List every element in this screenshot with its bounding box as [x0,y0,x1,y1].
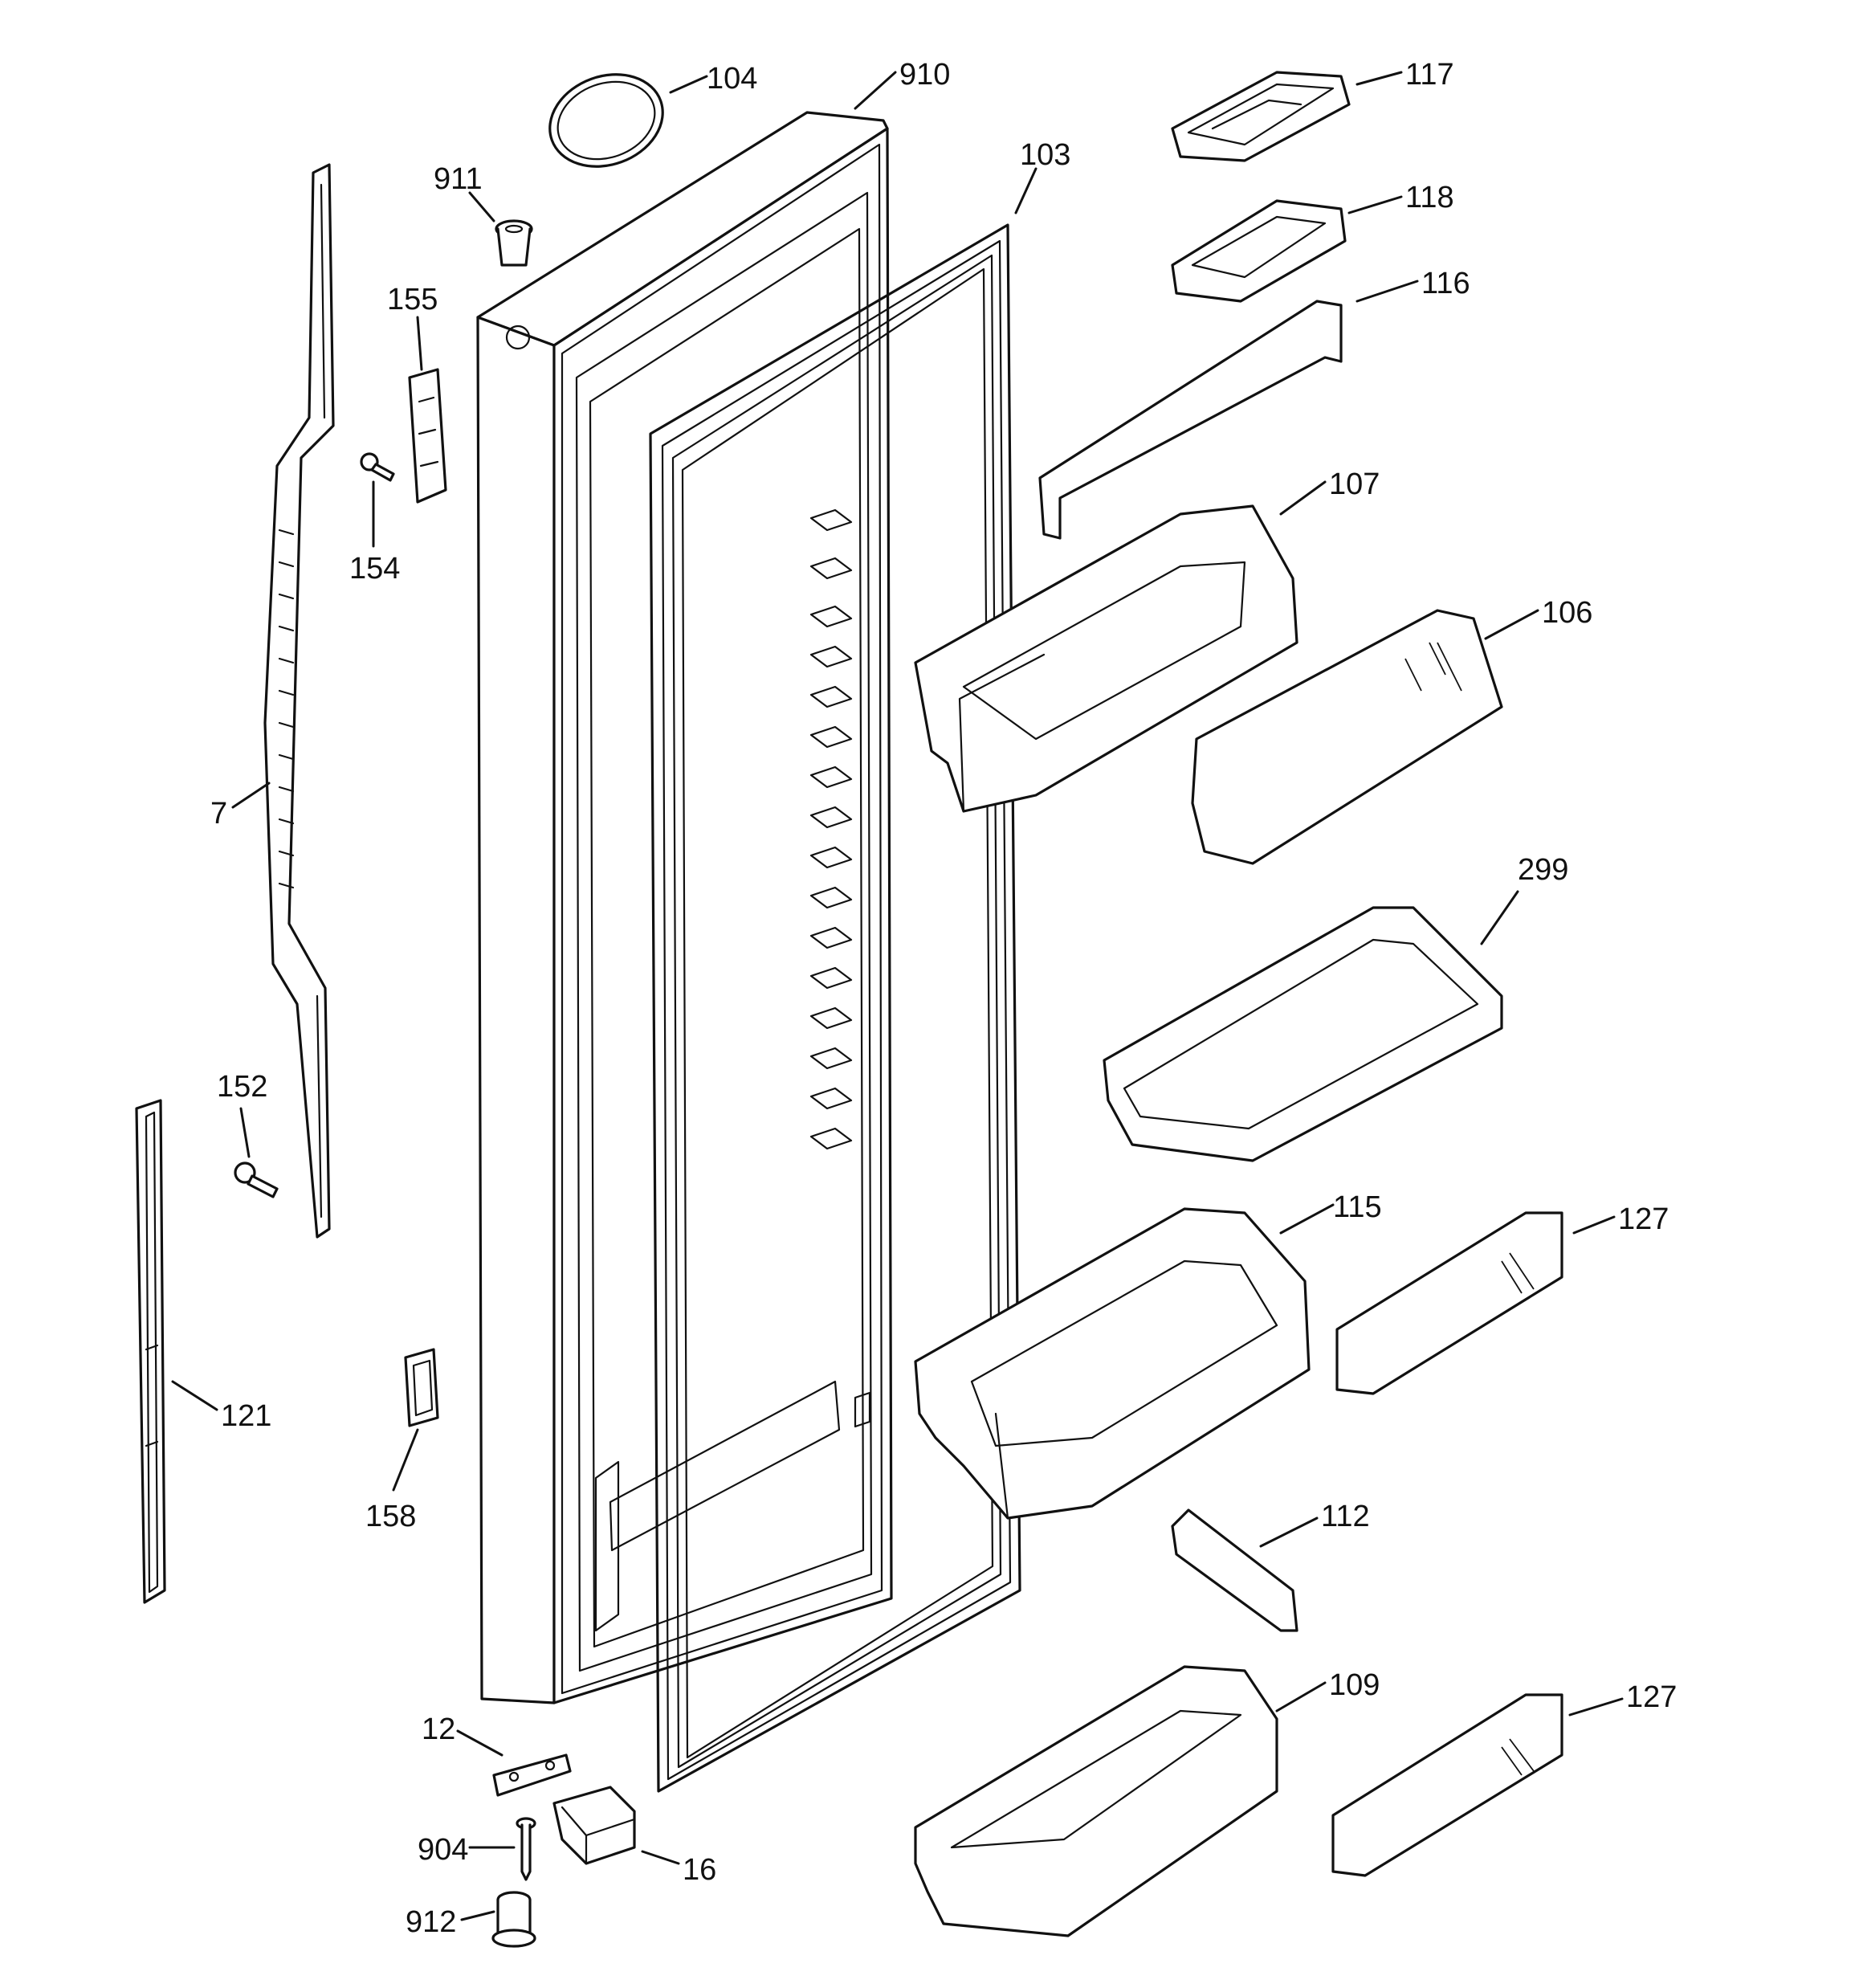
door-shelf-rail-ribs [809,508,871,1428]
callout-155: 155 [387,283,438,316]
callout-16: 16 [683,1853,716,1887]
callout-107: 107 [1329,467,1380,501]
callout-104: 104 [707,62,757,96]
hinge-bracket-155 [408,368,447,504]
callout-910: 910 [899,58,950,92]
callout-117: 117 [1405,58,1454,92]
door-bin-109 [914,1665,1278,1937]
door-outer-panel [476,111,893,1704]
screw-154 [360,452,395,482]
door-bin-107 [914,504,1298,813]
callout-109: 109 [1329,1668,1380,1702]
callout-103: 103 [1020,138,1070,172]
door-shelf-299 [1103,906,1503,1162]
dairy-tray-118 [1171,199,1347,303]
callout-116: 116 [1421,267,1470,300]
callout-7: 7 [210,797,227,831]
cap-104-inner [556,80,656,161]
bin-127-lower [1331,1693,1563,1877]
bushing-911 [495,219,533,267]
callout-115: 115 [1333,1190,1382,1224]
callout-299: 299 [1518,853,1568,887]
cap-104 [548,73,664,168]
retainer-bar-116 [1038,300,1343,540]
screw-152 [234,1161,279,1198]
callout-112: 112 [1321,1500,1370,1533]
divider-112 [1171,1508,1298,1632]
callout-911: 911 [434,162,483,196]
door-bin-106 [1191,609,1503,865]
hinge-block-16 [552,1786,636,1865]
callout-904: 904 [418,1833,468,1867]
trim-strip-121 [135,1099,166,1604]
door-gasket [649,223,1021,1793]
callout-106: 106 [1542,596,1592,630]
clip-158 [404,1348,439,1427]
bushing-912 [491,1891,536,1948]
leader-lines [171,71,1624,1921]
callout-12: 12 [422,1712,455,1746]
callout-121: 121 [221,1399,271,1433]
callout-127-upper: 127 [1618,1202,1669,1236]
callout-152: 152 [217,1070,267,1104]
door-bin-115 [914,1207,1311,1520]
callout-127-lower: 127 [1626,1680,1677,1714]
screw-904 [516,1817,536,1881]
callout-118: 118 [1405,181,1454,214]
bin-127-upper [1335,1211,1563,1395]
callout-912: 912 [406,1905,456,1939]
callout-158: 158 [365,1500,416,1533]
door-handle [263,163,335,1239]
callout-154: 154 [349,552,400,586]
dairy-cover-117 [1171,71,1351,162]
hinge-plate-12 [492,1753,572,1797]
